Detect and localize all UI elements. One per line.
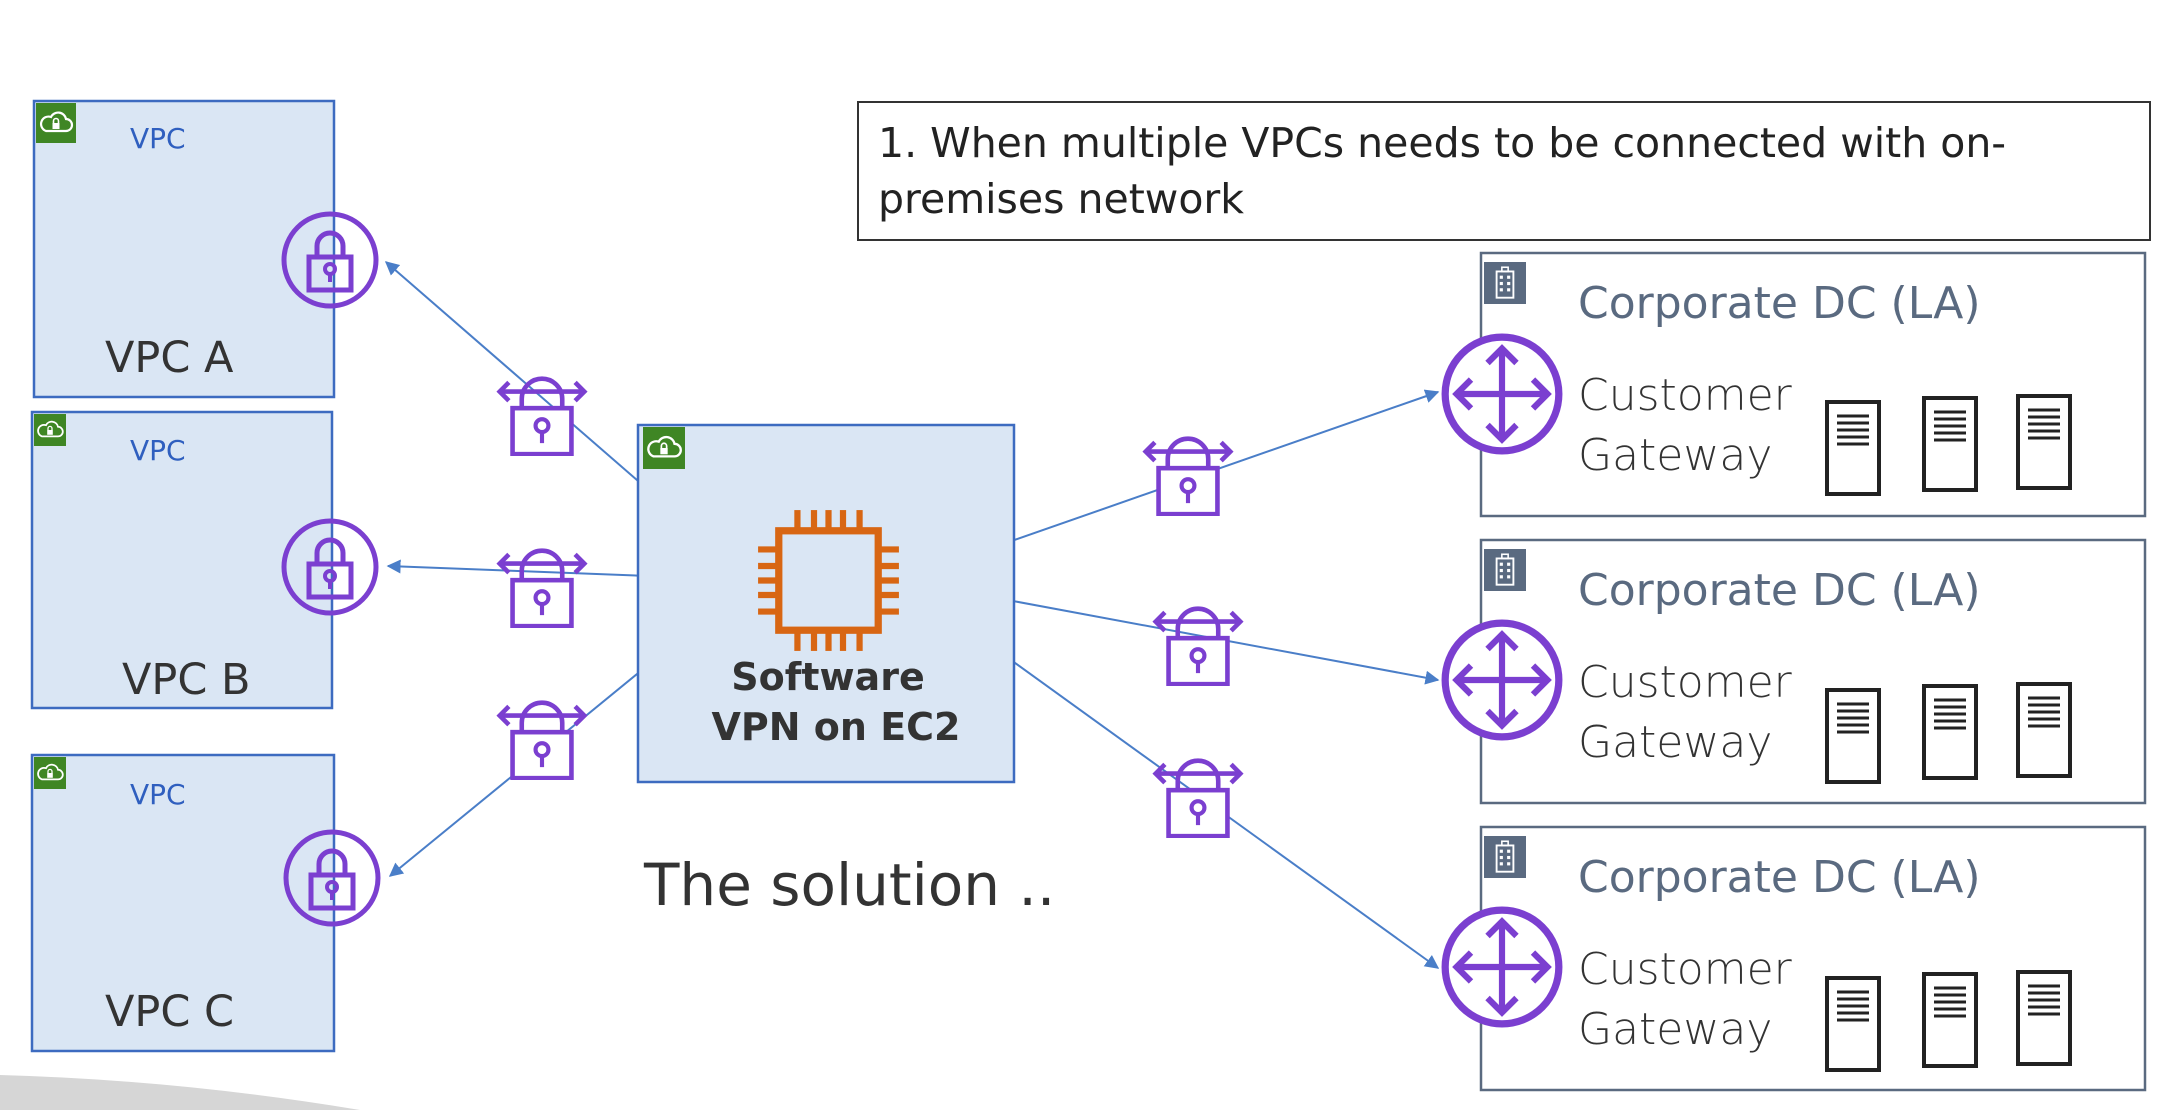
dc-title: Corporate DC (LA) — [1578, 852, 1981, 903]
building-icon — [1484, 260, 1526, 306]
gateway-label-line-2: Gateway — [1578, 717, 1772, 768]
vpn-tunnel-lock-icon — [1156, 761, 1241, 836]
corporate-dc-3: Corporate DC (LA) Customer Gateway — [1445, 825, 2147, 1092]
vpc-tag-label: VPC — [130, 778, 186, 811]
note-line-2: premises network — [878, 175, 1244, 223]
vpn-tunnel-lock-icon — [1156, 609, 1241, 684]
vpc-c: VPC VPC C — [30, 753, 378, 1053]
vpc-name: VPC A — [105, 333, 234, 383]
router-arrows-icon — [1445, 337, 1559, 451]
vpn-tunnel-lock-icon — [1146, 439, 1231, 514]
server-icon — [2016, 682, 2072, 778]
server-icon — [1922, 684, 1978, 780]
vpn-tunnel-lock-icon — [500, 551, 585, 626]
decorative-swoosh — [0, 1075, 360, 1110]
vpc-cloud-icon — [641, 427, 687, 469]
server-icon — [2016, 394, 2072, 490]
corporate-dc-2: Corporate DC (LA) Customer Gateway — [1445, 538, 2147, 805]
vpc-name: VPC C — [105, 987, 234, 1037]
vpc-a: VPC VPC A — [32, 99, 376, 399]
gateway-label-line-2: Gateway — [1578, 430, 1772, 481]
corporate-dc-1: Corporate DC (LA) Customer Gateway — [1445, 251, 2147, 518]
vpc-cloud-icon — [34, 757, 66, 789]
gateway-label-line-2: Gateway — [1578, 1004, 1772, 1055]
gateway-label-line-1: Customer — [1578, 370, 1793, 421]
building-icon — [1484, 547, 1526, 593]
solution-caption: The solution .. — [643, 851, 1055, 919]
server-icon — [1922, 396, 1978, 492]
note-box: 1. When multiple VPCs needs to be connec… — [857, 101, 2151, 241]
router-arrows-icon — [1445, 623, 1559, 737]
dc-title: Corporate DC (LA) — [1578, 565, 1981, 616]
server-icon — [1827, 402, 1879, 494]
gateway-label-line-1: Customer — [1578, 657, 1793, 708]
vpc-cloud-icon — [36, 103, 76, 143]
vpn-tunnel-lock-icon — [500, 379, 585, 454]
vpc-name: VPC B — [122, 655, 251, 705]
vpc-tag-label: VPC — [130, 434, 186, 467]
hub-label-line-1: Software — [731, 655, 924, 699]
vpc-tag-label: VPC — [130, 122, 186, 155]
dc-title: Corporate DC (LA) — [1578, 278, 1981, 329]
vpn-tunnel-lock-icon — [500, 703, 585, 778]
server-icon — [1827, 690, 1879, 782]
building-icon — [1484, 834, 1526, 880]
vpc-b: VPC VPC B — [30, 410, 376, 710]
gateway-label-line-1: Customer — [1578, 944, 1793, 995]
hub-label-line-2: VPN on EC2 — [712, 705, 961, 749]
software-vpn-hub: Software VPN on EC2 — [636, 423, 1016, 784]
server-icon — [1922, 972, 1978, 1068]
server-icon — [2016, 970, 2072, 1066]
server-icon — [1827, 978, 1879, 1070]
router-arrows-icon — [1445, 910, 1559, 1024]
note-line-1: 1. When multiple VPCs needs to be connec… — [878, 119, 2006, 167]
vpc-cloud-icon — [34, 414, 66, 446]
